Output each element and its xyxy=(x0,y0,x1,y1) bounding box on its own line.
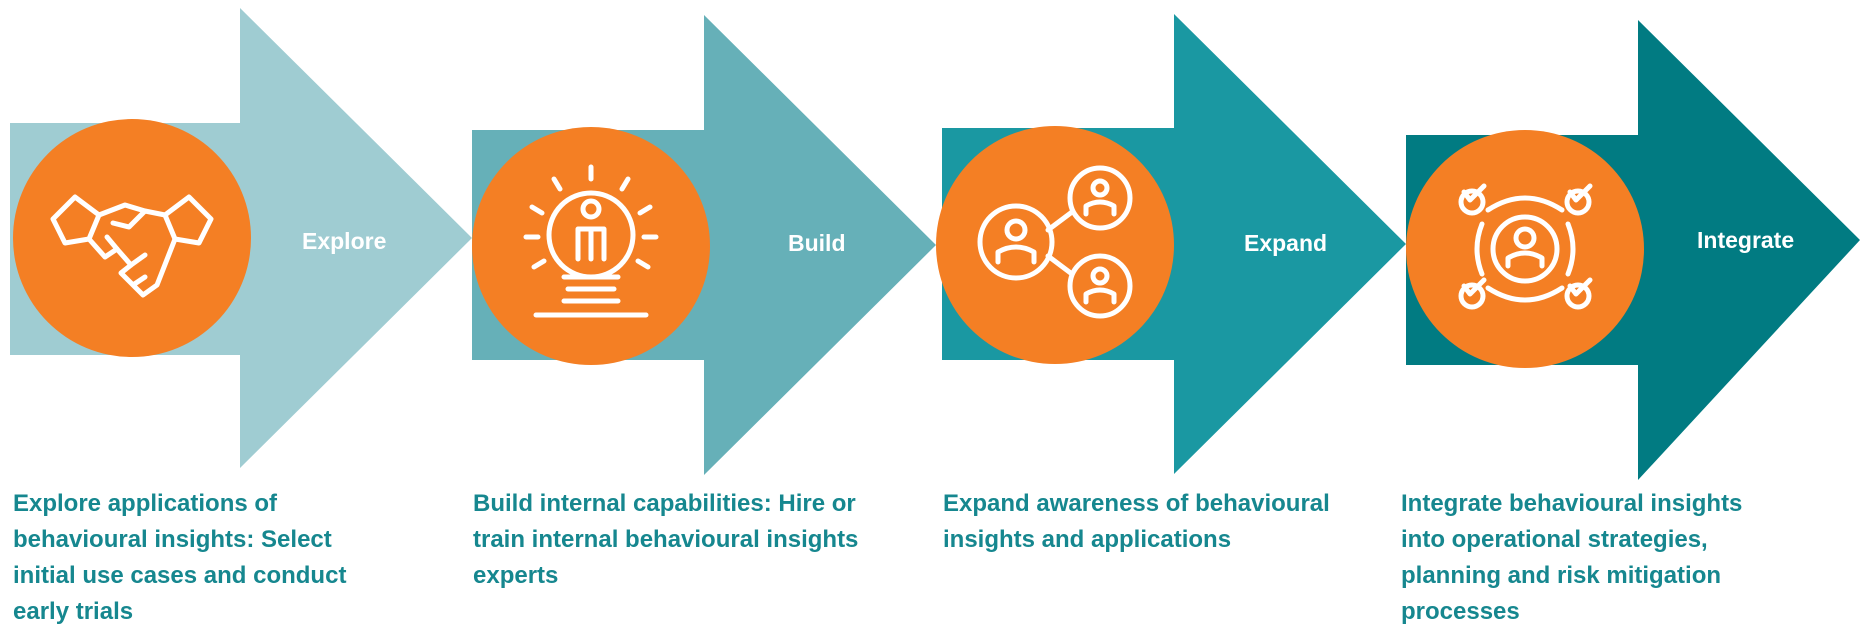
lightbulb-person-icon xyxy=(523,164,659,318)
integrate-icon-circle xyxy=(1406,130,1644,368)
handshake-icon xyxy=(50,194,214,298)
integrate-description: Integrate behavioural insights into oper… xyxy=(1401,490,1743,625)
stage-label-build: Build xyxy=(788,230,846,256)
person-target-checks-icon xyxy=(1458,183,1593,310)
people-network-icon xyxy=(977,165,1133,319)
stage-label-explore: Explore xyxy=(302,228,387,254)
explore-description: Explore applications of behavioural insi… xyxy=(13,490,347,625)
stage-label-integrate: Integrate xyxy=(1697,227,1795,253)
build-icon-circle xyxy=(472,127,710,365)
expand-icon-circle xyxy=(936,126,1174,364)
stage-label-expand: Expand xyxy=(1244,230,1328,256)
build-description: Build internal capabilities: Hire or tra… xyxy=(473,490,859,589)
expand-description: Expand awareness of behavioural insights… xyxy=(943,490,1330,553)
explore-icon-circle xyxy=(13,119,251,357)
